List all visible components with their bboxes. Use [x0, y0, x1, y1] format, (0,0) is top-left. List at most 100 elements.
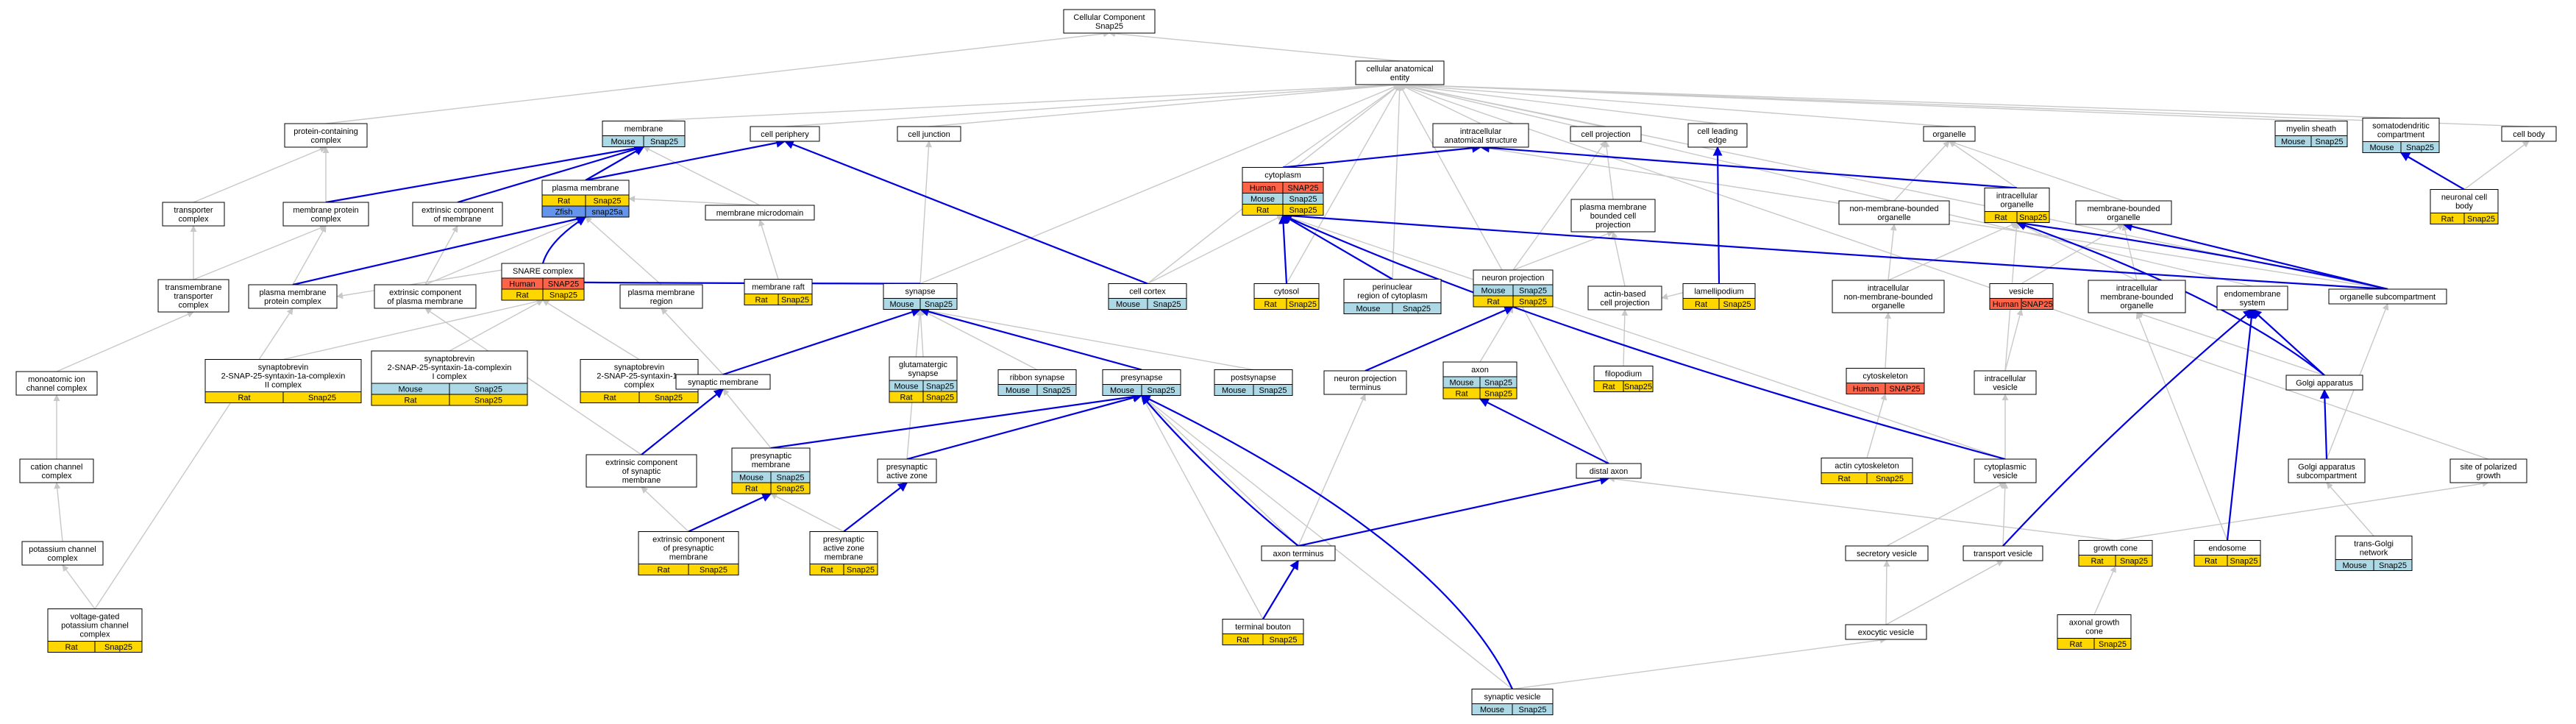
term-node-cell-junction[interactable]: cell junction	[897, 126, 961, 142]
term-node-secretory-vesicle[interactable]: secretory vesicle	[1845, 545, 1929, 561]
annotation-cell	[1392, 302, 1442, 314]
term-box	[2288, 458, 2366, 483]
term-node-axon-terminus[interactable]: axon terminus	[1261, 545, 1336, 561]
term-node-exocytic-vesicle[interactable]: exocytic vesicle	[1845, 624, 1927, 640]
term-node-organelle-subcompartment[interactable]: organelle subcompartment	[2328, 288, 2447, 305]
is-a-edge	[1611, 231, 1626, 287]
term-box	[619, 284, 703, 309]
annotation-cell	[1623, 380, 1654, 392]
gene-label: Snap25	[549, 291, 577, 300]
term-node-synaptobrevin-2-snap-25-syntaxin-1a-complexin-i-complex[interactable]: synaptobrevin2-SNAP-25-syntaxin-1a-compl…	[371, 350, 528, 406]
is-a-edge	[1512, 141, 1607, 271]
term-node-cell-body[interactable]: cell body	[2501, 126, 2557, 142]
is-a-edges	[53, 30, 2530, 690]
term-box	[1984, 188, 2050, 212]
term-node-synaptic-membrane[interactable]: synaptic membrane	[675, 374, 771, 390]
term-node-membrane-microdomain[interactable]: membrane microdomain	[705, 205, 815, 221]
term-node-distal-axon[interactable]: distal axon	[1576, 463, 1642, 479]
term-label: 2-SNAP-25-syntaxin-1a-complexin	[388, 363, 512, 372]
gene-label: Snap25	[1403, 305, 1431, 313]
term-node-intracellular-non-membrane-bounded-organelle[interactable]: intracellularnon-membrane-boundedorganel…	[1832, 280, 1945, 313]
term-node-organelle[interactable]: organelle	[1923, 126, 1976, 142]
species-label: Rat	[1264, 300, 1276, 309]
term-node-cell-periphery[interactable]: cell periphery	[750, 126, 820, 142]
annotation-edge	[2015, 221, 2325, 376]
species-label: Rat	[820, 566, 833, 575]
term-label: Golgi apparatus	[2296, 379, 2353, 388]
species-label: Mouse	[2342, 561, 2366, 570]
gene-label: Snap25	[925, 300, 953, 309]
term-label: distal axon	[1590, 467, 1629, 476]
term-node-cell-projection[interactable]: cell projection	[1570, 126, 1642, 142]
term-node-synaptobrevin-2-snap-25-syntaxin-1a-complexin-ii-complex[interactable]: synaptobrevin2-SNAP-25-syntaxin-1a-compl…	[204, 359, 362, 403]
term-node-transport-vesicle[interactable]: transport vesicle	[1963, 545, 2043, 561]
term-node-golgi-apparatus[interactable]: Golgi apparatus	[2285, 375, 2363, 391]
is-a-edge	[1893, 141, 1950, 202]
is-a-edge	[62, 564, 96, 609]
